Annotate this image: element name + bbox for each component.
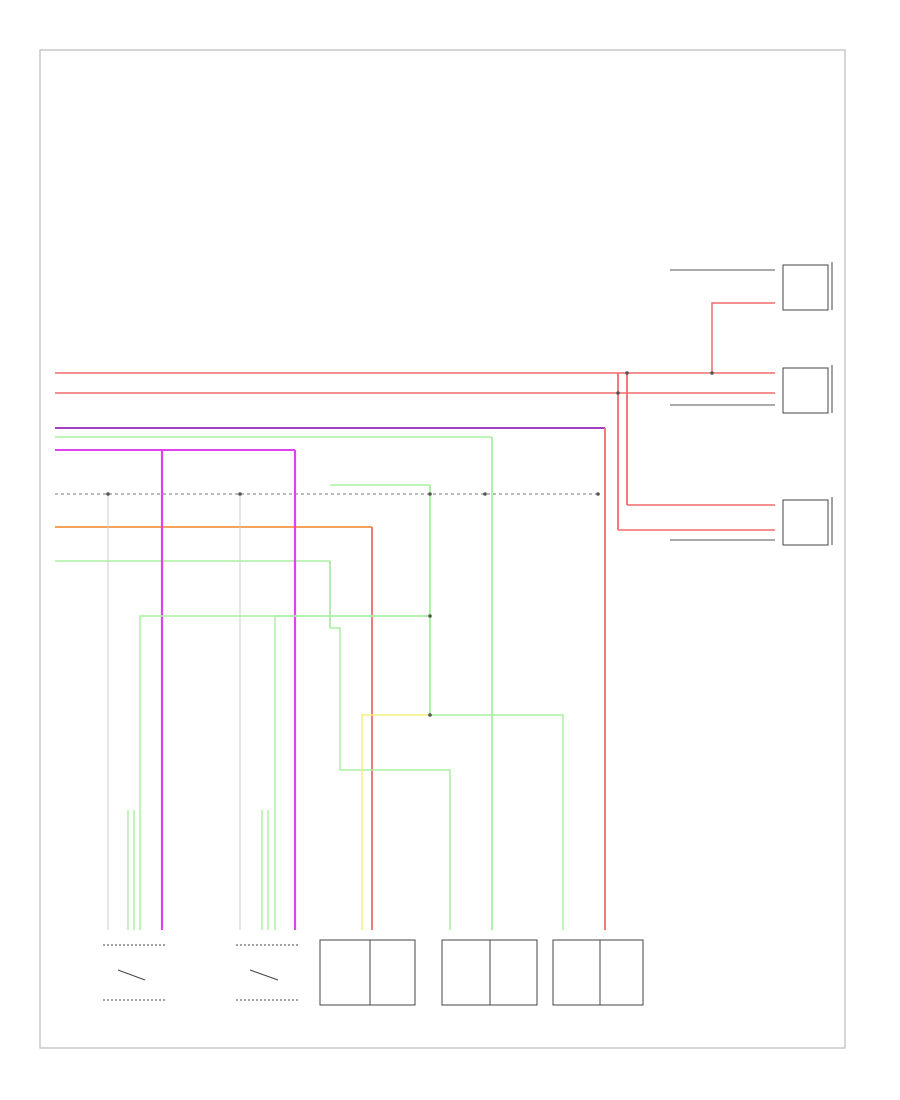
vertical-wires	[107, 373, 628, 930]
parallel-green-lines	[127, 810, 269, 930]
switch-2	[236, 944, 298, 1001]
switch-5	[552, 939, 644, 1006]
green-branches	[139, 484, 564, 930]
diagram-frame	[39, 49, 846, 1049]
connector-dots	[106, 371, 714, 717]
actuator-3	[782, 497, 833, 546]
switch-1	[103, 944, 165, 1001]
switch-4	[441, 939, 538, 1006]
red-network	[618, 302, 775, 531]
switch-3	[319, 939, 416, 1006]
yellow-branch	[361, 714, 430, 930]
actuator-2	[782, 365, 833, 414]
actuator-1	[782, 262, 833, 311]
black-leads	[670, 269, 775, 541]
